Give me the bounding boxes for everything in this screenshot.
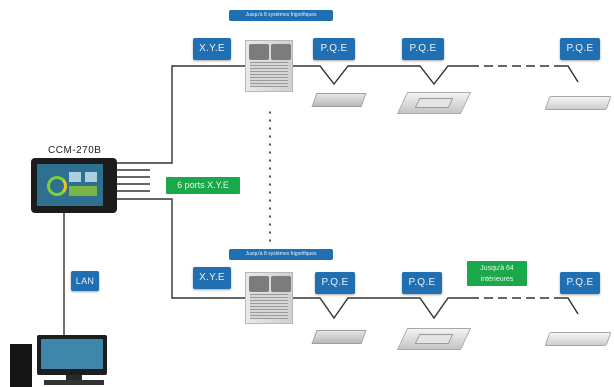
pqe-tag-bottom-3: P.Q.E <box>560 272 600 294</box>
controller-label: CCM-270B <box>48 145 102 156</box>
indoor-units-note: Jusqu'à 64 intérieures <box>467 261 527 286</box>
pqe-tag-top-1: P.Q.E <box>313 38 355 60</box>
controller-screen <box>37 164 103 206</box>
controller-tile <box>69 186 97 196</box>
outdoor-unit-icon <box>245 40 293 92</box>
pc-tower <box>10 344 32 387</box>
lan-tag: LAN <box>71 271 99 291</box>
cassette-unit-icon <box>396 328 472 350</box>
pqe-tag-top-3: P.Q.E <box>560 38 600 60</box>
touchscreen-controller-icon <box>31 158 117 213</box>
xye-tag-top: X.Y.E <box>193 38 231 60</box>
pqe-tag-bottom-1: P.Q.E <box>315 272 355 294</box>
controller-tile <box>69 172 81 182</box>
outdoor-unit-icon <box>245 272 293 324</box>
controller-gauge <box>47 176 67 196</box>
controller-tile <box>85 172 97 182</box>
pqe-tag-bottom-2: P.Q.E <box>402 272 442 294</box>
wall-unit-icon <box>544 96 612 110</box>
pc-stand <box>66 375 82 383</box>
system-banner-bottom: Jusqu'à 8 systèmes frigorifiques <box>229 249 333 260</box>
ports-note: 6 ports X.Y.E <box>166 177 240 194</box>
pc-monitor <box>37 335 107 375</box>
xye-tag-bottom: X.Y.E <box>193 267 231 289</box>
system-banner-top: Jusqu'à 8 systèmes frigorifiques <box>229 10 333 21</box>
pqe-tag-top-2: P.Q.E <box>402 38 444 60</box>
duct-unit-icon <box>311 330 367 344</box>
pc-keyboard <box>44 380 104 385</box>
duct-unit-icon <box>311 93 367 107</box>
cassette-unit-icon <box>396 92 472 114</box>
wall-unit-icon <box>544 332 612 346</box>
